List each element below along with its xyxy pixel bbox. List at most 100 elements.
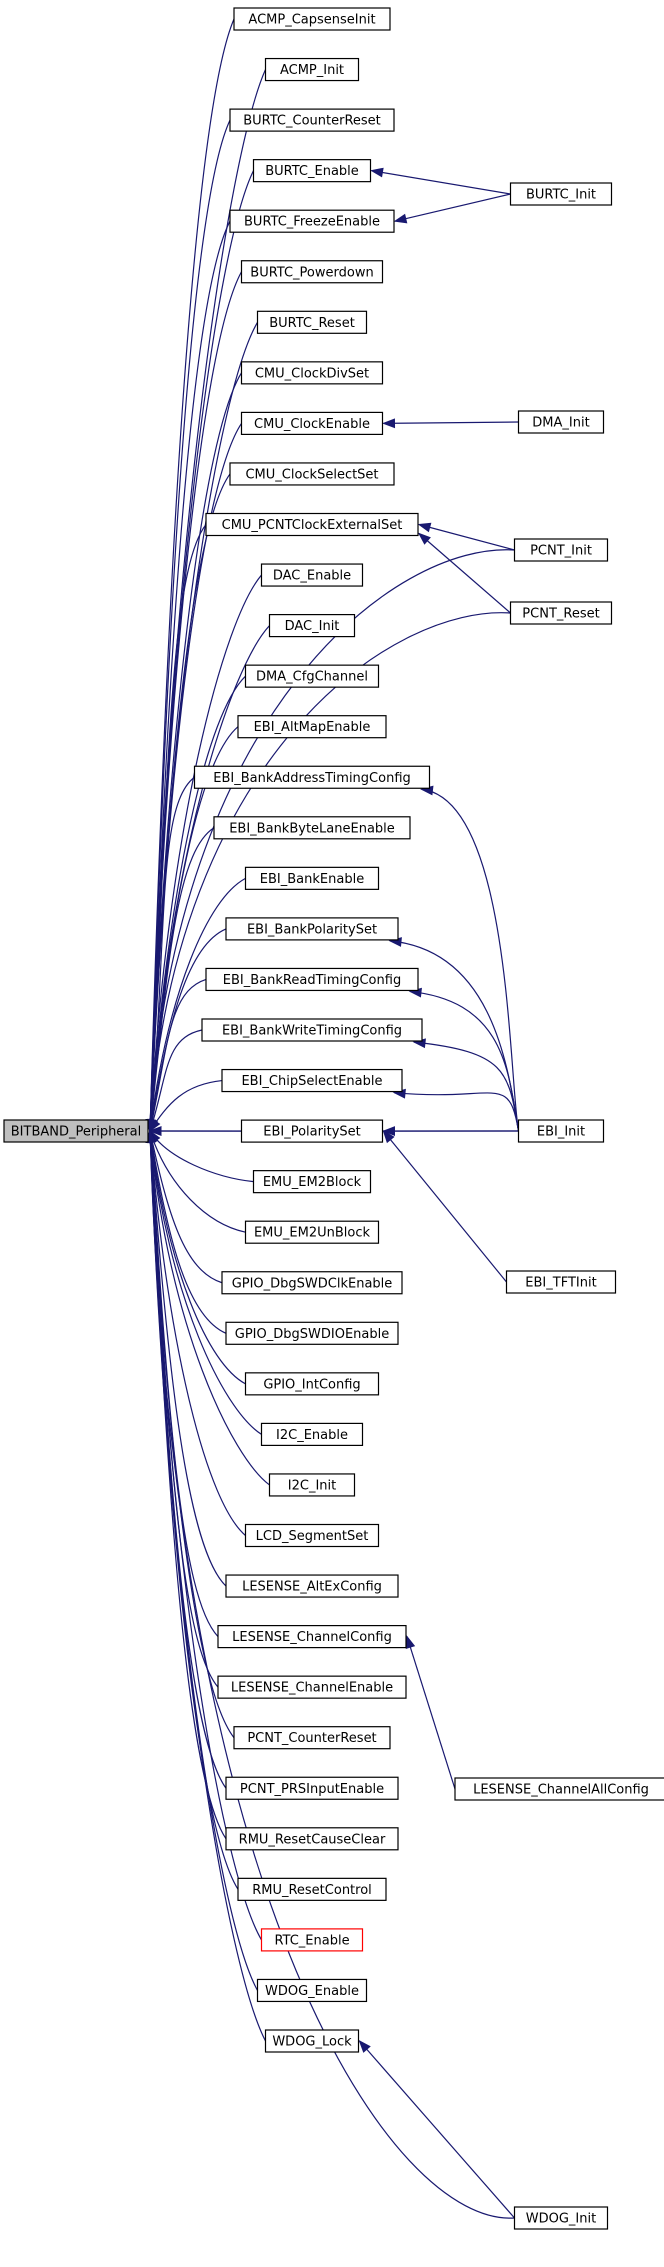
node-pcnt-reset[interactable]: PCNT_Reset	[509, 601, 613, 625]
node-burtc-init[interactable]: BURTC_Init	[509, 182, 613, 206]
node-cmu-clockselectset[interactable]: CMU_ClockSelectSet	[229, 462, 395, 486]
node-cmu-clockenable[interactable]: CMU_ClockEnable	[240, 411, 384, 435]
node-ebi-chipselectenable[interactable]: EBI_ChipSelectEnable	[221, 1068, 403, 1093]
node-dac-enable[interactable]: DAC_Enable	[260, 563, 364, 587]
node-cmu-pcntclockexternalset[interactable]: CMU_PCNTClockExternalSet	[205, 512, 419, 537]
node-emu-em2block[interactable]: EMU_EM2Block	[252, 1170, 372, 1194]
arrowhead-lesense-channelallconfig-lesense-channelconfig	[405, 1635, 416, 1650]
node-i2c-enable[interactable]: I2C_Enable	[260, 1422, 364, 1447]
edge-pcnt-init-to-cmu-pcntclockexternalset	[418, 523, 515, 551]
edge-i2c-enable-to-root	[149, 1130, 262, 1435]
node-rmu-resetcontrol[interactable]: RMU_ResetControl	[237, 1877, 387, 1901]
node-ebi-bankaddresstimingconfig[interactable]: EBI_BankAddressTimingConfig	[193, 765, 431, 789]
node-ebi-bankreadtimingconfig[interactable]: EBI_BankReadTimingConfig	[205, 967, 419, 992]
node-gpio-dbgswdioenable[interactable]: GPIO_DbgSWDIOEnable	[225, 1321, 399, 1345]
node-ebi-bankwritetimingconfig[interactable]: EBI_BankWriteTimingConfig	[201, 1018, 423, 1042]
node-box-wdog-lock	[264, 2029, 360, 2053]
node-label-rtc-enable: RTC_Enable	[274, 1933, 349, 1948]
node-bitband-peripheral[interactable]: BITBAND_Peripheral	[3, 1119, 149, 1143]
node-ebi-altmapenable[interactable]: EBI_AltMapEnable	[237, 715, 387, 739]
node-acmp-capsenseinit[interactable]: ACMP_CapsenseInit	[233, 7, 391, 31]
node-ebi-bankpolarityset[interactable]: EBI_BankPolaritySet	[225, 917, 399, 941]
node-ebi-tftinit[interactable]: EBI_TFTInit	[505, 1270, 617, 1294]
node-box-pcnt-reset	[509, 601, 613, 625]
node-lesense-altexconfig[interactable]: LESENSE_AltExConfig	[225, 1574, 399, 1598]
node-box-lesense-channelallconfig	[454, 1777, 664, 1801]
node-label-ebi-bankbytelaneenable: EBI_BankByteLaneEnable	[229, 821, 395, 836]
node-dac-init[interactable]: DAC_Init	[268, 613, 356, 638]
node-label-cmu-pcntclockexternalset: CMU_PCNTClockExternalSet	[222, 518, 403, 533]
node-gpio-intconfig[interactable]: GPIO_IntConfig	[244, 1372, 380, 1396]
node-burtc-powerdown[interactable]: BURTC_Powerdown	[240, 260, 384, 284]
arrowhead-ebi-init-bitband-peripheral	[148, 1126, 162, 1136]
edge-ebi-bankreadtimingconfig-to-root	[149, 978, 207, 1132]
node-label-ebi-bankenable: EBI_BankEnable	[260, 872, 364, 887]
node-rmu-resetcauseclear[interactable]: RMU_ResetCauseClear	[225, 1827, 399, 1851]
node-dma-init[interactable]: DMA_Init	[517, 410, 605, 434]
node-box-burtc-reset	[256, 310, 368, 334]
node-label-wdog-init: WDOG_Init	[526, 2212, 596, 2227]
node-box-wdog-init	[513, 2206, 609, 2230]
node-burtc-counterreset[interactable]: BURTC_CounterReset	[229, 108, 395, 132]
edge-cmu-clockselectset-to-root	[149, 473, 231, 1132]
node-box-gpio-dbgswdclkenable	[221, 1271, 403, 1295]
node-box-rmu-resetcauseclear	[225, 1827, 399, 1851]
node-pcnt-counterreset[interactable]: PCNT_CounterReset	[233, 1726, 391, 1750]
node-burtc-reset[interactable]: BURTC_Reset	[256, 310, 368, 334]
node-dma-cfgchannel[interactable]: DMA_CfgChannel	[244, 664, 380, 688]
node-label-dma-cfgchannel: DMA_CfgChannel	[256, 670, 368, 685]
node-box-cmu-pcntclockexternalset	[205, 512, 419, 537]
edge-ebi-bankenable-to-root	[149, 877, 246, 1132]
edge-ebi-bankwritetimingconfig-to-root	[149, 1029, 203, 1132]
node-label-burtc-enable: BURTC_Enable	[265, 164, 359, 179]
node-label-ebi-bankreadtimingconfig: EBI_BankReadTimingConfig	[223, 973, 401, 988]
edge-ebi-chipselectenable-to-root	[149, 1079, 223, 1132]
node-box-dma-init	[517, 410, 605, 434]
node-pcnt-init[interactable]: PCNT_Init	[513, 538, 609, 562]
node-label-rmu-resetcauseclear: RMU_ResetCauseClear	[239, 1832, 386, 1847]
node-lesense-channelallconfig[interactable]: LESENSE_ChannelAllConfig	[454, 1777, 664, 1801]
edge-lcd-segmentset-to-root	[149, 1130, 246, 1536]
node-acmp-init[interactable]: ACMP_Init	[264, 57, 360, 82]
node-ebi-bankbytelaneenable[interactable]: EBI_BankByteLaneEnable	[213, 816, 411, 840]
node-label-dac-init: DAC_Init	[285, 619, 340, 634]
arrowhead-ebi-tftinit-ebi-polarityset	[382, 1130, 395, 1144]
node-lesense-channelenable[interactable]: LESENSE_ChannelEnable	[217, 1675, 407, 1699]
node-label-pcnt-prsinputenable: PCNT_PRSInputEnable	[240, 1782, 384, 1797]
node-wdog-lock[interactable]: WDOG_Lock	[264, 2029, 360, 2053]
node-lesense-channelconfig[interactable]: LESENSE_ChannelConfig	[217, 1624, 407, 1649]
node-label-cmu-clockdivset: CMU_ClockDivSet	[255, 366, 369, 381]
node-box-wdog-enable	[256, 1978, 368, 2003]
arrowhead-dma-init-cmu-clockenable	[382, 418, 396, 429]
node-i2c-init[interactable]: I2C_Init	[268, 1473, 356, 1497]
node-wdog-enable[interactable]: WDOG_Enable	[256, 1978, 368, 2003]
node-box-lesense-channelenable	[217, 1675, 407, 1699]
node-rtc-enable[interactable]: RTC_Enable	[260, 1928, 364, 1952]
node-label-cmu-clockenable: CMU_ClockEnable	[254, 417, 370, 432]
node-label-acmp-init: ACMP_Init	[280, 63, 344, 78]
node-burtc-enable[interactable]: BURTC_Enable	[252, 159, 372, 183]
node-ebi-polarityset[interactable]: EBI_PolaritySet	[240, 1119, 384, 1143]
edge-ebi-bankaddresstimingconfig-to-root	[149, 776, 195, 1132]
node-label-gpio-dbgswdioenable: GPIO_DbgSWDIOEnable	[235, 1327, 389, 1342]
node-label-i2c-enable: I2C_Enable	[276, 1428, 348, 1443]
edge-pcnt-reset-to-cmu-pcntclockexternalset	[418, 533, 511, 614]
node-gpio-dbgswdclkenable[interactable]: GPIO_DbgSWDClkEnable	[221, 1271, 403, 1295]
edge-lesense-channelallconfig-to-lesense-channelconfig	[406, 1636, 456, 1790]
node-emu-em2unblock[interactable]: EMU_EM2UnBlock	[244, 1220, 380, 1244]
node-box-ebi-bankaddresstimingconfig	[193, 765, 431, 789]
node-burtc-freezeenable[interactable]: BURTC_FreezeEnable	[229, 209, 395, 233]
node-box-burtc-powerdown	[240, 260, 384, 284]
nodes-layer: BITBAND_Peripheral ACMP_CapsenseInitACMP_…	[3, 7, 664, 2230]
node-lcd-segmentset[interactable]: LCD_SegmentSet	[244, 1523, 380, 1548]
node-label-wdog-lock: WDOG_Lock	[272, 2035, 352, 2050]
node-label-burtc-counterreset: BURTC_CounterReset	[243, 114, 381, 129]
node-label-ebi-polarityset: EBI_PolaritySet	[263, 1125, 360, 1140]
node-ebi-init[interactable]: EBI_Init	[517, 1119, 605, 1143]
node-pcnt-prsinputenable[interactable]: PCNT_PRSInputEnable	[225, 1776, 399, 1800]
node-ebi-bankenable[interactable]: EBI_BankEnable	[244, 866, 380, 890]
edge-burtc-init-to-burtc-freezeenable	[394, 193, 511, 222]
node-cmu-clockdivset[interactable]: CMU_ClockDivSet	[240, 361, 384, 385]
node-label-emu-em2block: EMU_EM2Block	[263, 1175, 362, 1190]
node-wdog-init[interactable]: WDOG_Init	[513, 2206, 609, 2230]
